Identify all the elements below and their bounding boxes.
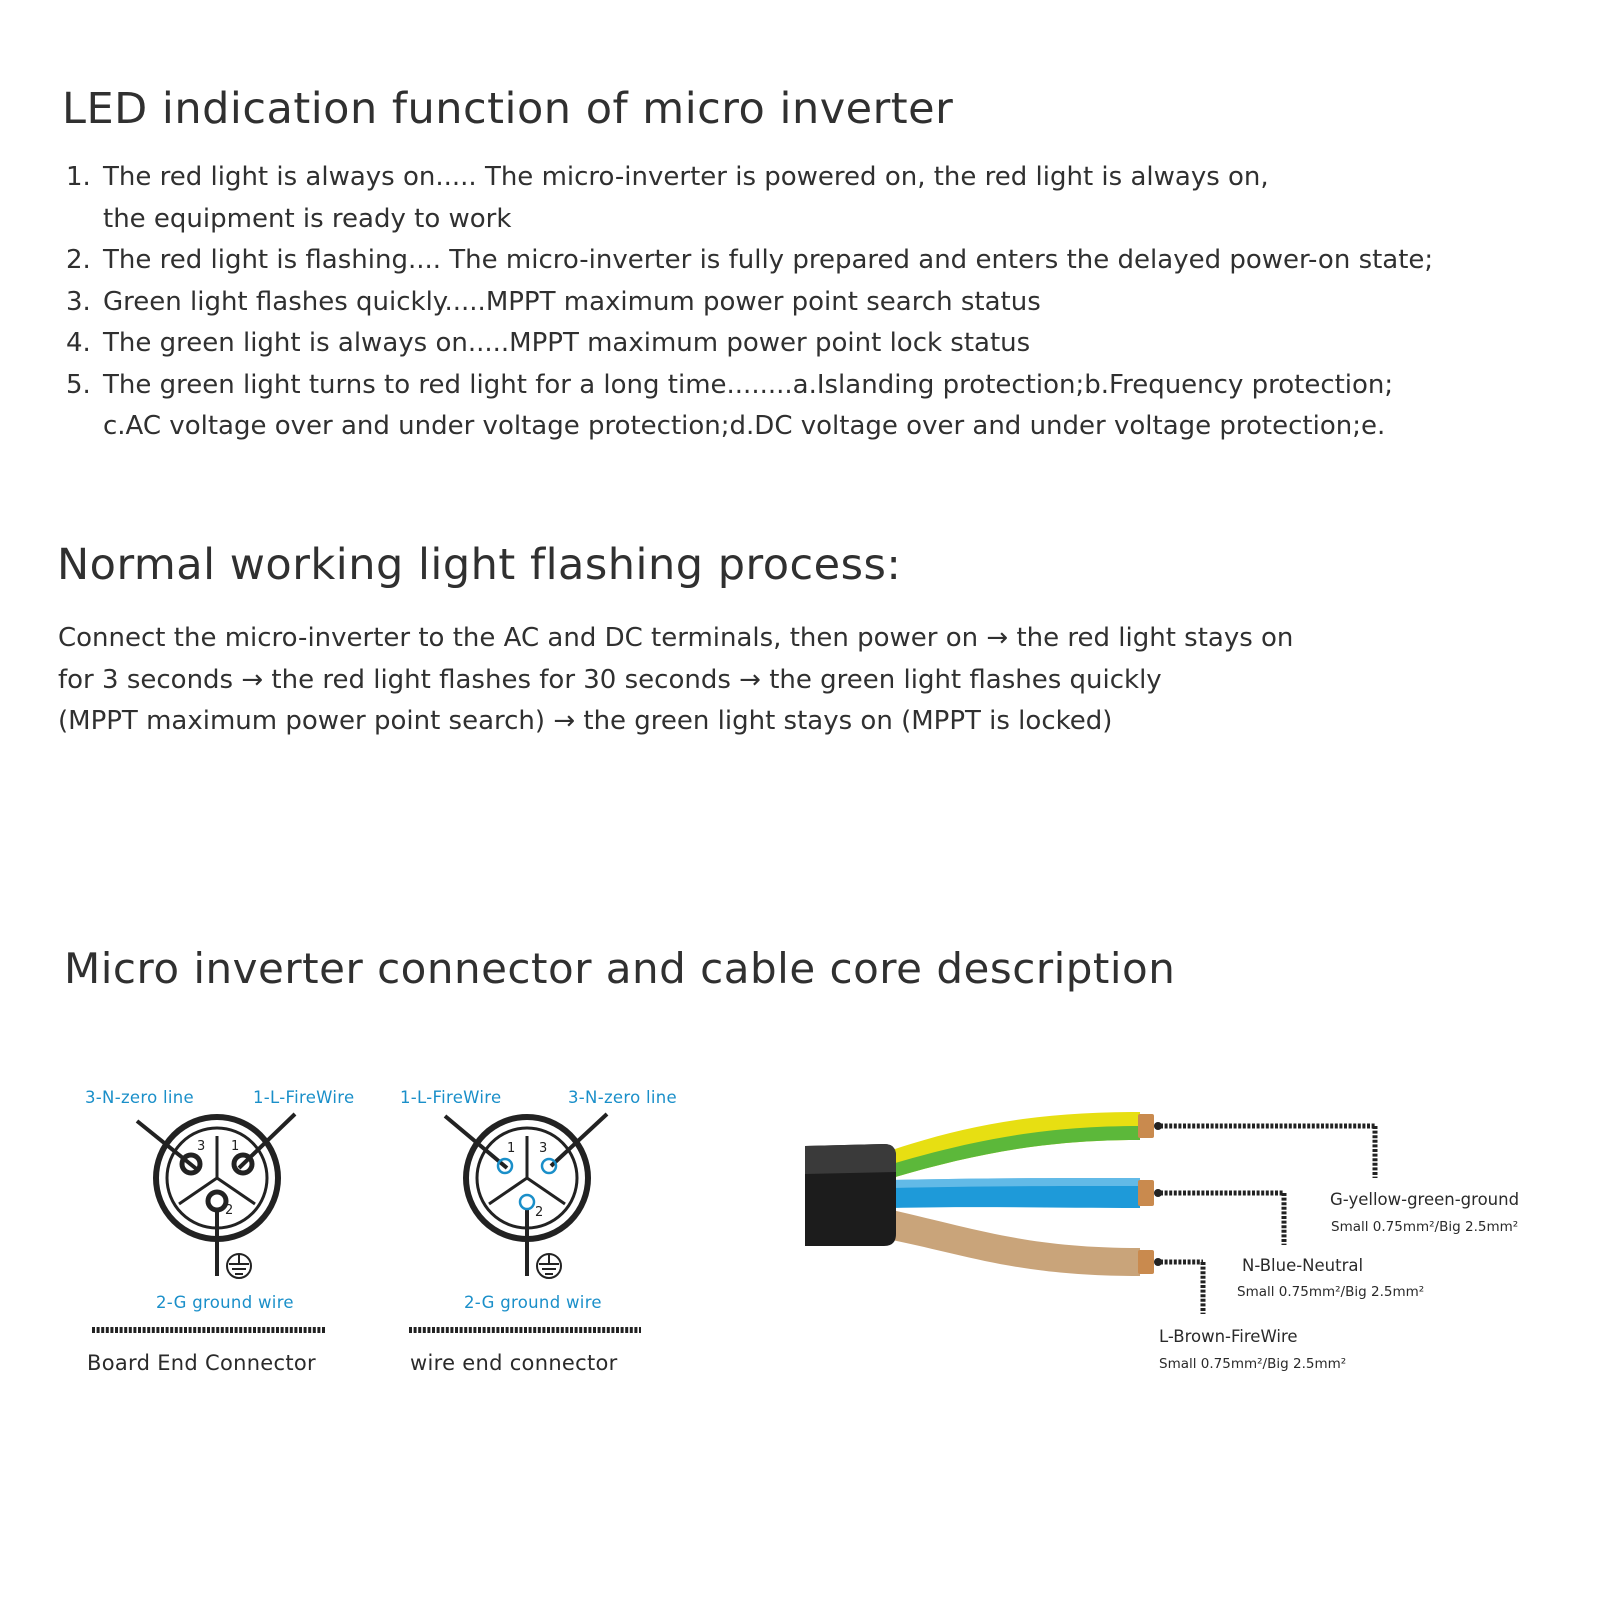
wire-label-ground: 2-G ground wire <box>464 1293 602 1312</box>
wire-spec-ground: Small 0.75mm²/Big 2.5mm² <box>1331 1219 1519 1235</box>
wire-label-live: 1-L-FireWire <box>400 1088 502 1107</box>
item-number: 5. <box>66 369 91 400</box>
led-indication-list: 1. The red light is always on..... The mi… <box>66 157 1433 448</box>
wire-dotted-line <box>409 1327 641 1333</box>
pin-number: 2 <box>225 1203 233 1218</box>
copper-tip <box>1138 1114 1154 1138</box>
led-section-title: LED indication function of micro inverte… <box>62 84 954 134</box>
connector-section-title: Micro inverter connector and cable core … <box>64 944 1176 993</box>
pin-number: 3 <box>197 1139 205 1154</box>
item-number: 4. <box>66 328 91 358</box>
board-label-live: 1-L-FireWire <box>253 1088 355 1107</box>
wire-name-live: L-Brown-FireWire <box>1159 1327 1298 1346</box>
item-text: The red light is flashing.... The micro-… <box>103 245 1434 275</box>
list-item: 4. The green light is always on.....MPPT … <box>66 323 1433 365</box>
item-text: The green light is always on.....MPPT ma… <box>103 328 1031 358</box>
board-dotted-line <box>92 1327 326 1333</box>
brown-wire <box>892 1210 1140 1276</box>
cable-core-diagram <box>805 1112 1378 1314</box>
pin-number: 1 <box>507 1141 515 1156</box>
wire-connector-diagram: 1 3 2 <box>443 1112 609 1279</box>
process-section-title: Normal working light flashing process: <box>57 540 902 590</box>
list-item: 3. Green light flashes quickly.....MPPT m… <box>66 282 1433 324</box>
item-number: 1. <box>66 162 91 192</box>
process-description: Connect the micro-inverter to the AC and… <box>58 623 1294 736</box>
item-text: The green light turns to red light for a… <box>103 369 1394 442</box>
wire-name-ground: G-yellow-green-ground <box>1330 1190 1520 1209</box>
list-item: 1. The red light is always on..... The mi… <box>66 157 1433 240</box>
item-text: The red light is always on..... The micr… <box>103 162 1269 234</box>
item-number: 2. <box>66 245 91 275</box>
board-connector-caption: Board End Connector <box>87 1351 316 1375</box>
board-label-neutral: 3-N-zero line <box>85 1088 194 1107</box>
pin-number: 1 <box>231 1139 239 1154</box>
pin-number: 3 <box>539 1141 547 1156</box>
item-number: 3. <box>66 286 91 317</box>
copper-tip <box>1138 1250 1154 1274</box>
wire-connector-caption: wire end connector <box>410 1351 618 1375</box>
list-item: 2. The red light is flashing.... The micr… <box>66 240 1433 282</box>
board-label-ground: 2-G ground wire <box>156 1293 294 1312</box>
pin-number: 2 <box>535 1205 543 1220</box>
item-text: Green light flashes quickly.....MPPT max… <box>103 286 1041 317</box>
wire-name-neutral: N-Blue-Neutral <box>1242 1256 1364 1275</box>
board-connector-diagram: 3 1 2 <box>135 1112 297 1279</box>
copper-tip <box>1138 1180 1154 1206</box>
wire-spec-neutral: Small 0.75mm²/Big 2.5mm² <box>1237 1284 1425 1300</box>
wire-label-neutral: 3-N-zero line <box>568 1088 677 1107</box>
wire-spec-live: Small 0.75mm²/Big 2.5mm² <box>1159 1356 1347 1372</box>
list-item: 5. The green light turns to red light for… <box>66 365 1433 448</box>
